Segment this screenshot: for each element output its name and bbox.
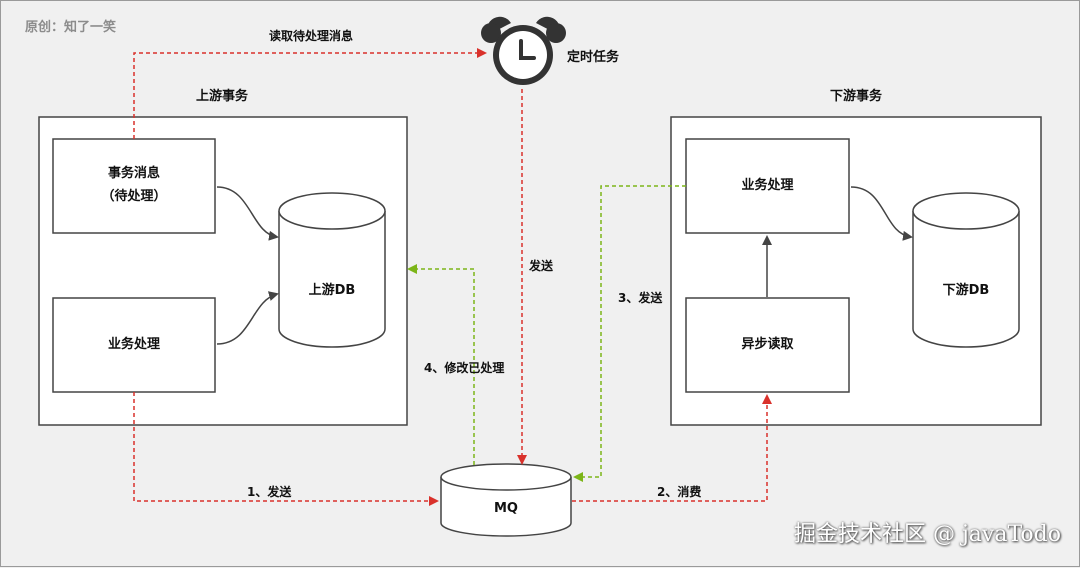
downstream-business-box <box>685 138 850 234</box>
upstream-business-box <box>52 297 216 393</box>
async-read-box <box>685 297 850 393</box>
edge-label-step1: 1、发送 <box>247 485 292 499</box>
edge-label-send: 发送 <box>529 259 554 273</box>
edge-read-pending <box>133 48 487 139</box>
edge-step2-consume <box>572 394 772 502</box>
downstream-business-label: 业务处理 <box>741 177 794 193</box>
watermark: 掘金技术社区 @ javaTodo <box>793 522 1061 547</box>
edge-txmsg-to-updb <box>216 186 279 241</box>
edge-business-to-updb <box>216 291 279 345</box>
timer-label: 定时任务 <box>567 50 620 65</box>
upstream-title: 上游事务 <box>196 89 249 104</box>
edge-label-read-pending: 读取待处理消息 <box>269 29 354 43</box>
edge-step1-send <box>133 392 439 506</box>
upstream-business-label: 业务处理 <box>107 336 160 352</box>
tx-message-label: 事务消息 （待处理） <box>53 139 215 233</box>
edge-label-step2: 2、消费 <box>657 485 702 499</box>
edge-label-step4: 4、修改已处理 <box>424 361 505 375</box>
alarm-clock-icon <box>481 16 566 85</box>
edge-label-step3: 3、发送 <box>618 291 663 305</box>
edge-dsbiz-to-dsdb <box>850 186 913 241</box>
upstream-db-cylinder <box>278 192 386 348</box>
async-read-label: 异步读取 <box>741 336 794 352</box>
downstream-db-label: 下游DB <box>942 283 990 298</box>
upstream-db-label: 上游DB <box>308 283 356 298</box>
edge-step4-update <box>407 264 475 465</box>
edge-step3-send <box>573 185 686 482</box>
header-note: 原创：知了一笑 <box>25 20 117 35</box>
downstream-db-cylinder <box>912 192 1020 348</box>
mq-cylinder <box>440 463 572 537</box>
tx-message-line1: 事务消息 <box>107 166 160 182</box>
tx-message-line2: （待处理） <box>101 189 167 204</box>
downstream-title: 下游事务 <box>830 89 883 104</box>
mq-label: MQ <box>494 501 518 516</box>
